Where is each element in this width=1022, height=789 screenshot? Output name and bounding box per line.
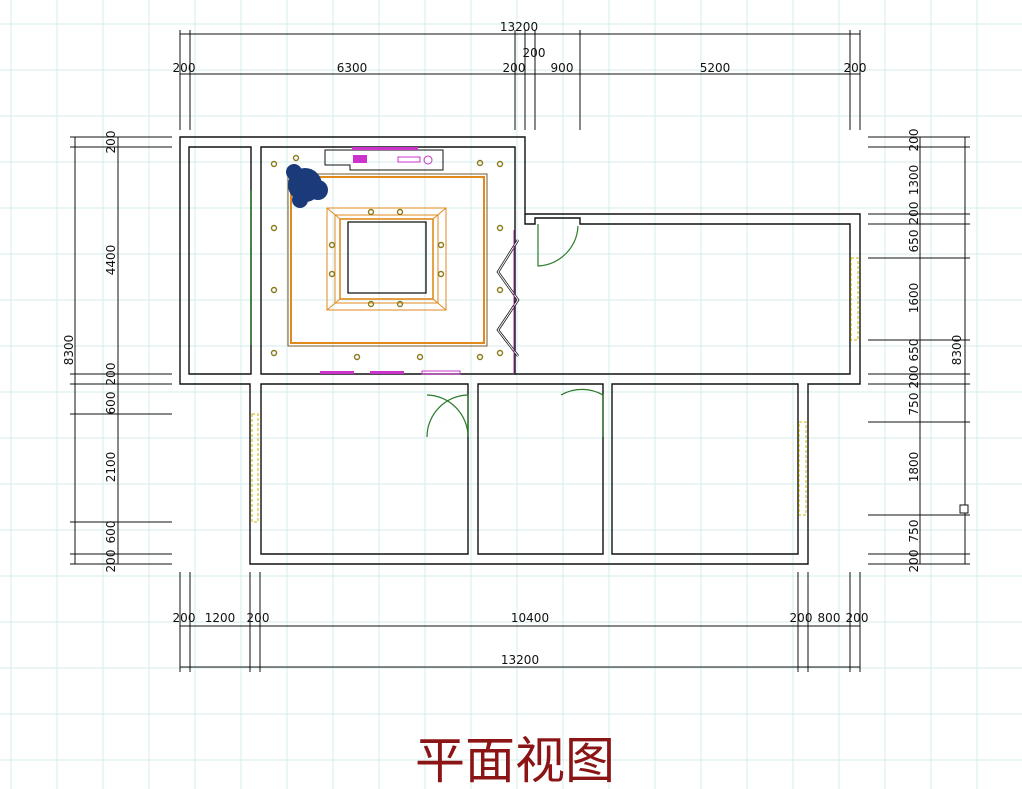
lamp-icon (496, 286, 504, 294)
door-corridor (537, 224, 579, 267)
dim-left: 200 (104, 131, 118, 154)
dim-right: 650 (907, 339, 921, 362)
dim-top: 5200 (700, 61, 731, 75)
dim-left: 4400 (104, 245, 118, 276)
dim-top: 200 (503, 61, 526, 75)
dim-right: 200 (907, 202, 921, 225)
lamp-icon (367, 208, 375, 216)
dim-bottom: 800 (818, 611, 841, 625)
lamp-icon (476, 159, 484, 167)
lamp-icon (496, 160, 504, 168)
lamp-icon (496, 349, 504, 357)
window-east-upper (850, 257, 859, 341)
dim-right: 1800 (907, 452, 921, 483)
dim-bottom: 200 (790, 611, 813, 625)
dim-bottom: 200 (247, 611, 270, 625)
lamp-icon (292, 154, 300, 162)
lamp-icon (270, 349, 278, 357)
ceiling-lamps (270, 154, 504, 361)
dimension-labels: 13200 200 6300 200 200 900 5200 200 200 … (62, 20, 964, 667)
lamp-icon (270, 286, 278, 294)
dim-left: 600 (104, 521, 118, 544)
dim-left: 600 (104, 392, 118, 415)
walls (179, 136, 861, 565)
lamp-icon (476, 353, 484, 361)
plant-icon (286, 164, 328, 208)
dim-bottom: 10400 (511, 611, 549, 625)
doors[interactable] (426, 224, 604, 438)
furniture-cabinet (320, 147, 461, 375)
lamp-icon (367, 300, 375, 308)
dim-right: 200 (907, 366, 921, 389)
lamp-icon (496, 224, 504, 232)
dim-right-total: 8300 (950, 335, 964, 366)
dim-bottom-total: 13200 (501, 653, 539, 667)
dim-top: 900 (551, 61, 574, 75)
dim-left: 2100 (104, 452, 118, 483)
dim-top: 200 (173, 61, 196, 75)
dim-top: 200 (523, 46, 546, 60)
window-west-lower (251, 413, 259, 523)
lamp-icon (328, 241, 336, 249)
dimension-lines (70, 30, 970, 672)
dim-left: 200 (104, 550, 118, 573)
dim-right: 650 (907, 230, 921, 253)
dim-bottom: 200 (173, 611, 196, 625)
dim-right: 750 (907, 393, 921, 416)
lamp-icon (270, 224, 278, 232)
plan-title: 平面视图 (415, 732, 615, 789)
lamp-icon (328, 270, 336, 278)
door-room-2 (560, 388, 604, 437)
door-room-1 (426, 394, 469, 438)
lamp-icon (396, 208, 404, 216)
dim-top-total: 13200 (500, 20, 538, 34)
dim-top: 200 (844, 61, 867, 75)
dim-bottom: 200 (846, 611, 869, 625)
dim-bottom: 1200 (205, 611, 236, 625)
lamp-icon (270, 160, 278, 168)
lamp-icon (416, 353, 424, 361)
lamp-icon (353, 353, 361, 361)
lamp-icon (396, 300, 404, 308)
dim-left-total: 8300 (62, 335, 76, 366)
dim-right: 1600 (907, 283, 921, 314)
dim-right: 750 (907, 520, 921, 543)
dim-right: 200 (907, 550, 921, 573)
lamp-icon (437, 270, 445, 278)
ceiling-outline (287, 173, 488, 347)
windows (251, 257, 859, 523)
dim-top: 6300 (337, 61, 368, 75)
dim-left: 200 (104, 363, 118, 386)
lamp-icon (437, 241, 445, 249)
dim-right: 200 (907, 129, 921, 152)
window-east-lower (798, 421, 807, 516)
dim-right: 1300 (907, 165, 921, 196)
